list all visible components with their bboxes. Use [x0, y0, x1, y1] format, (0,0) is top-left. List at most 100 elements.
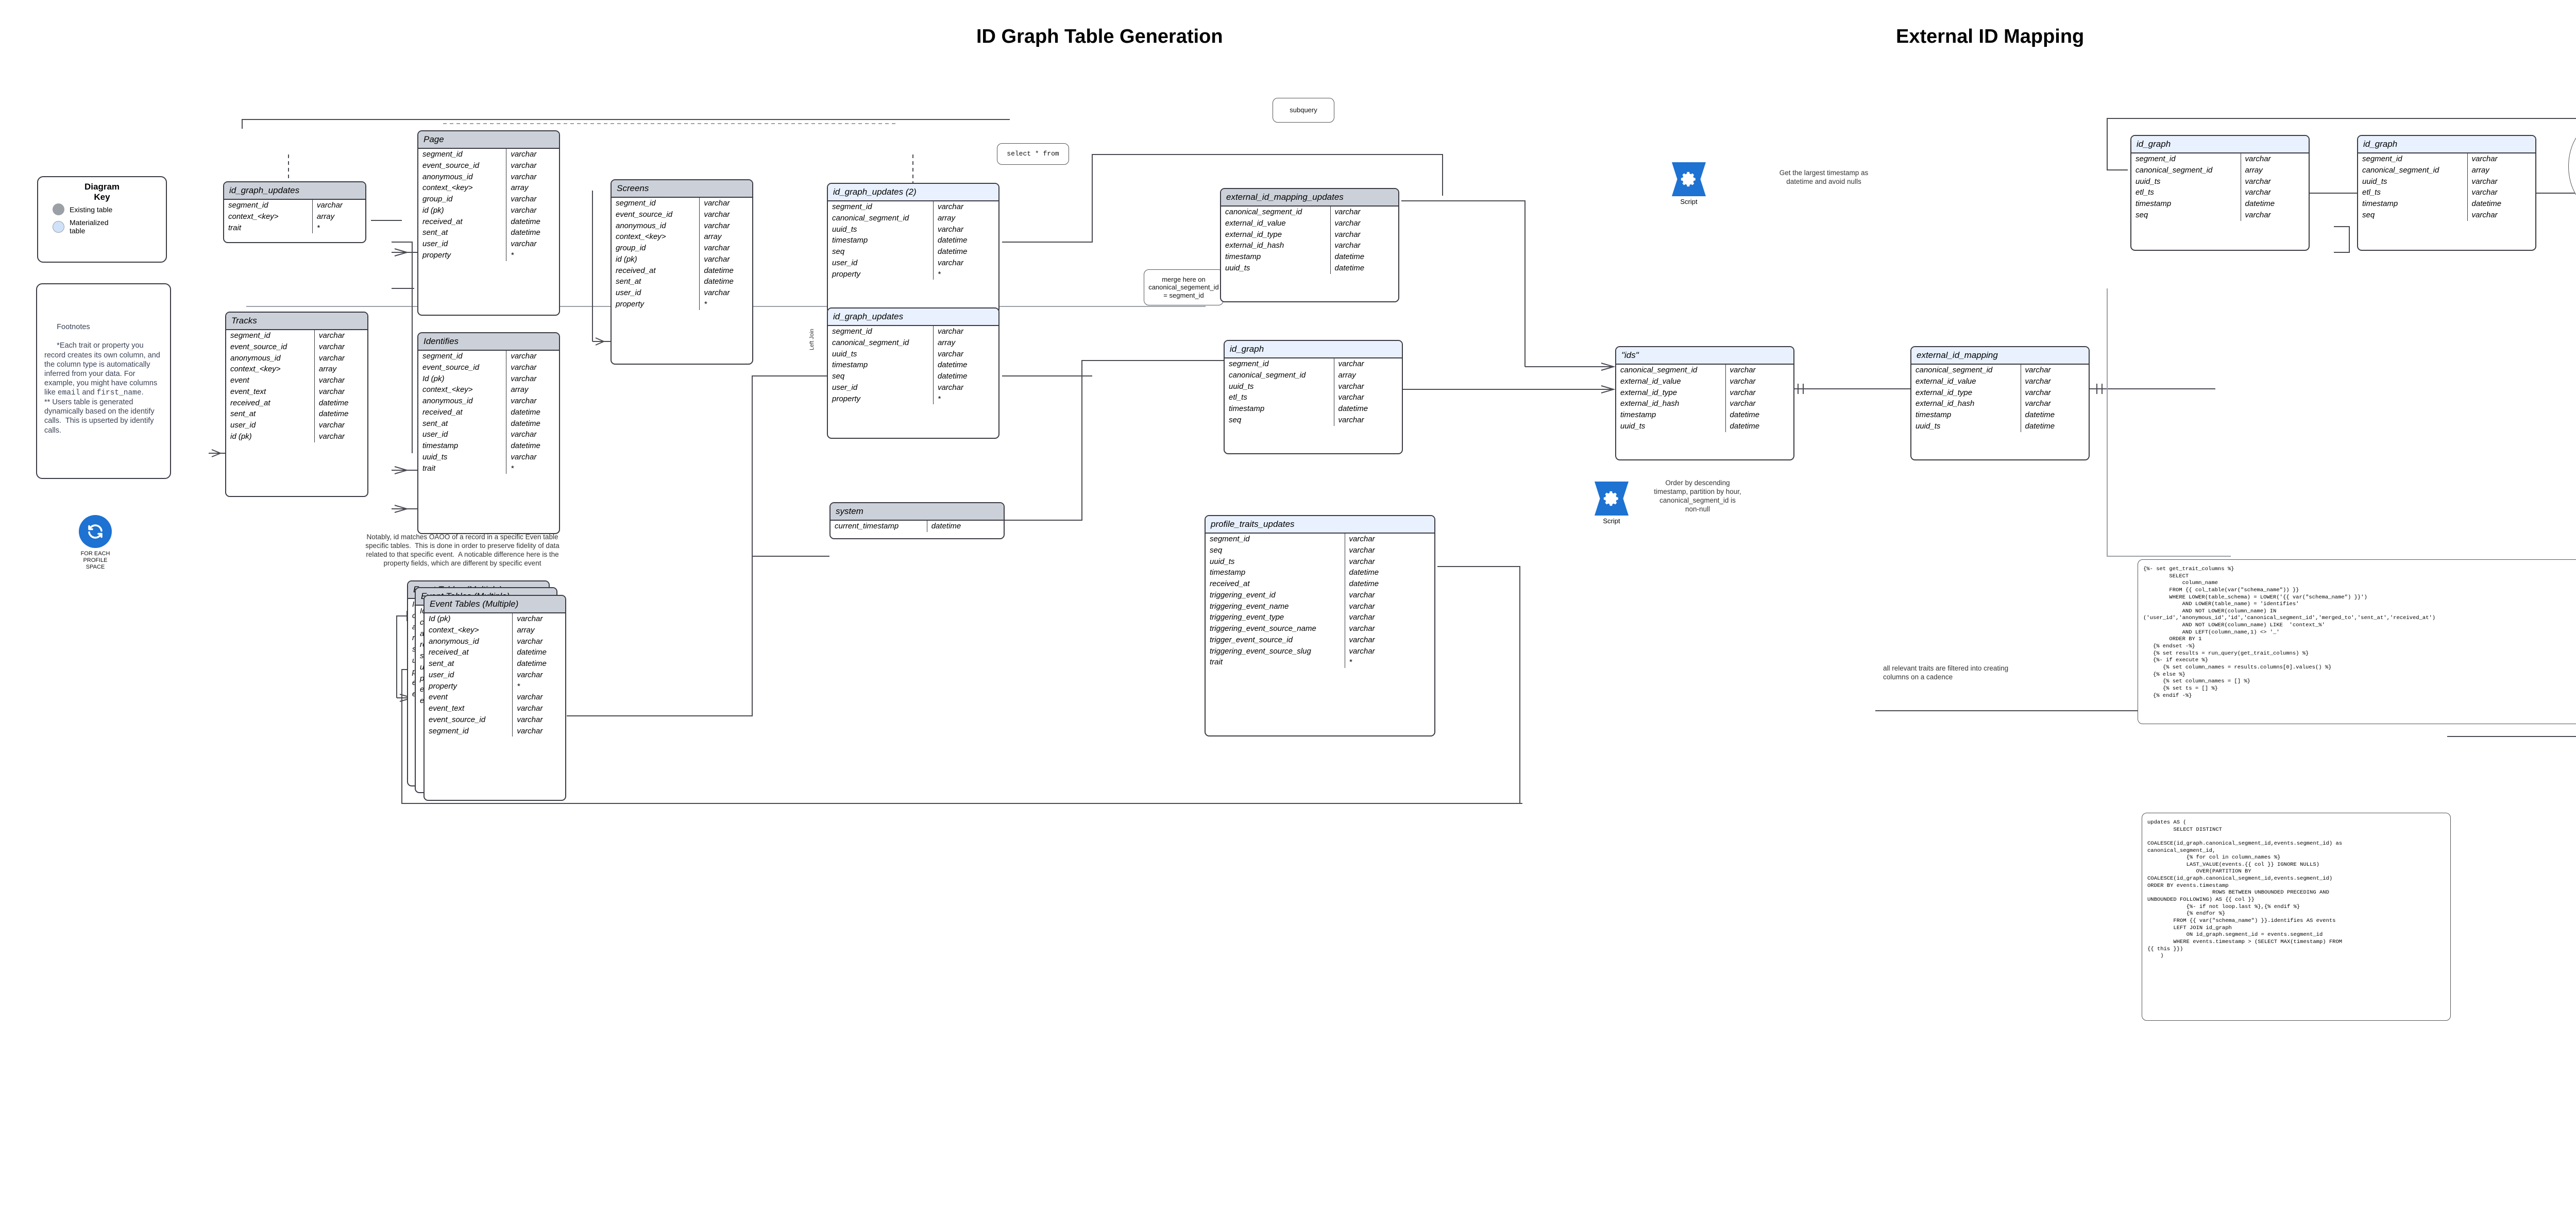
column-name: timestamp — [2131, 198, 2241, 210]
column-name: triggering_event_type — [1206, 612, 1345, 623]
footnotes-heading: Footnotes — [57, 323, 90, 332]
column-type: * — [1349, 658, 1352, 667]
column-type: varchar — [1730, 388, 1756, 397]
column-type: varchar — [2245, 155, 2271, 163]
column-name: received_at — [418, 216, 507, 228]
column-type: varchar — [511, 430, 537, 439]
column-name: triggering_event_name — [1206, 601, 1345, 612]
column-name: segment_id — [1225, 358, 1334, 370]
column-name: external_id_type — [1911, 387, 2021, 399]
column-name: segment_id — [226, 330, 315, 341]
column-type: varchar — [2025, 376, 2051, 386]
er-table-row: property* — [828, 393, 998, 405]
column-name: context_<key> — [224, 211, 313, 222]
script-node-orderby: Script — [1595, 482, 1629, 525]
er-table-row: id (pk)varchar — [612, 253, 752, 265]
column-type: * — [937, 394, 941, 403]
er-table-title: id_graph_updates (2) — [828, 184, 998, 201]
er-table-row: property* — [425, 680, 565, 692]
materialized-table-label: Materialized table — [70, 218, 109, 235]
column-type: varchar — [1338, 359, 1364, 368]
er-table-row: context_<key>array — [224, 211, 365, 222]
column-name: canonical_segment_id — [2358, 164, 2468, 176]
column-name: external_id_hash — [1616, 398, 1726, 409]
footnotes-line1: *Each trait or property you record creat… — [44, 341, 162, 397]
column-type: * — [937, 269, 941, 279]
column-type: varchar — [704, 288, 730, 297]
er-table-title: system — [831, 503, 1004, 521]
column-name: external_id_type — [1616, 387, 1726, 399]
column-name: triggering_event_source_slug — [1206, 645, 1345, 657]
column-name: segment_id — [418, 149, 507, 160]
column-type: datetime — [511, 419, 540, 428]
refresh-icon — [79, 515, 112, 548]
column-type: datetime — [704, 277, 734, 286]
er-table-row: segment_id varchar — [1225, 358, 1402, 370]
column-type: datetime — [2245, 199, 2275, 208]
er-table-row: Id (pk)varchar — [425, 613, 565, 625]
column-type: array — [511, 183, 529, 193]
column-name: external_id_value — [1911, 375, 2021, 387]
column-name: event_source_id — [418, 362, 507, 373]
column-name: timestamp — [828, 235, 934, 246]
er-table-title: id_graph — [1225, 341, 1402, 358]
column-type: array — [517, 625, 535, 635]
script-node-timestamp: Script — [1672, 162, 1706, 205]
er-table-title: "ids" — [1616, 347, 1793, 365]
column-name: segment_id — [612, 198, 700, 209]
column-type: varchar — [318, 432, 345, 441]
er-table-row: context_<key>array — [418, 384, 559, 396]
column-type: varchar — [318, 331, 345, 340]
column-name: sent_at — [418, 418, 507, 430]
column-type: varchar — [318, 421, 345, 430]
for-each-profile-space: FOR EACH PROFILE SPACE — [64, 515, 126, 571]
column-name: group_id — [418, 194, 507, 205]
column-name: uuid_ts — [2131, 176, 2241, 187]
column-type: varchar — [517, 670, 543, 679]
column-type: array — [937, 338, 956, 347]
column-name: event — [425, 692, 513, 703]
column-name: seq — [2358, 209, 2468, 221]
column-type: varchar — [2245, 210, 2271, 219]
annotation-select-star-from: select * from — [997, 143, 1069, 165]
er-table-row: external_id_value varchar — [1911, 375, 2089, 387]
column-name: uuid_ts — [828, 348, 934, 360]
column-name: timestamp — [418, 440, 507, 452]
column-type: varchar — [318, 353, 345, 363]
column-type: varchar — [704, 199, 730, 208]
